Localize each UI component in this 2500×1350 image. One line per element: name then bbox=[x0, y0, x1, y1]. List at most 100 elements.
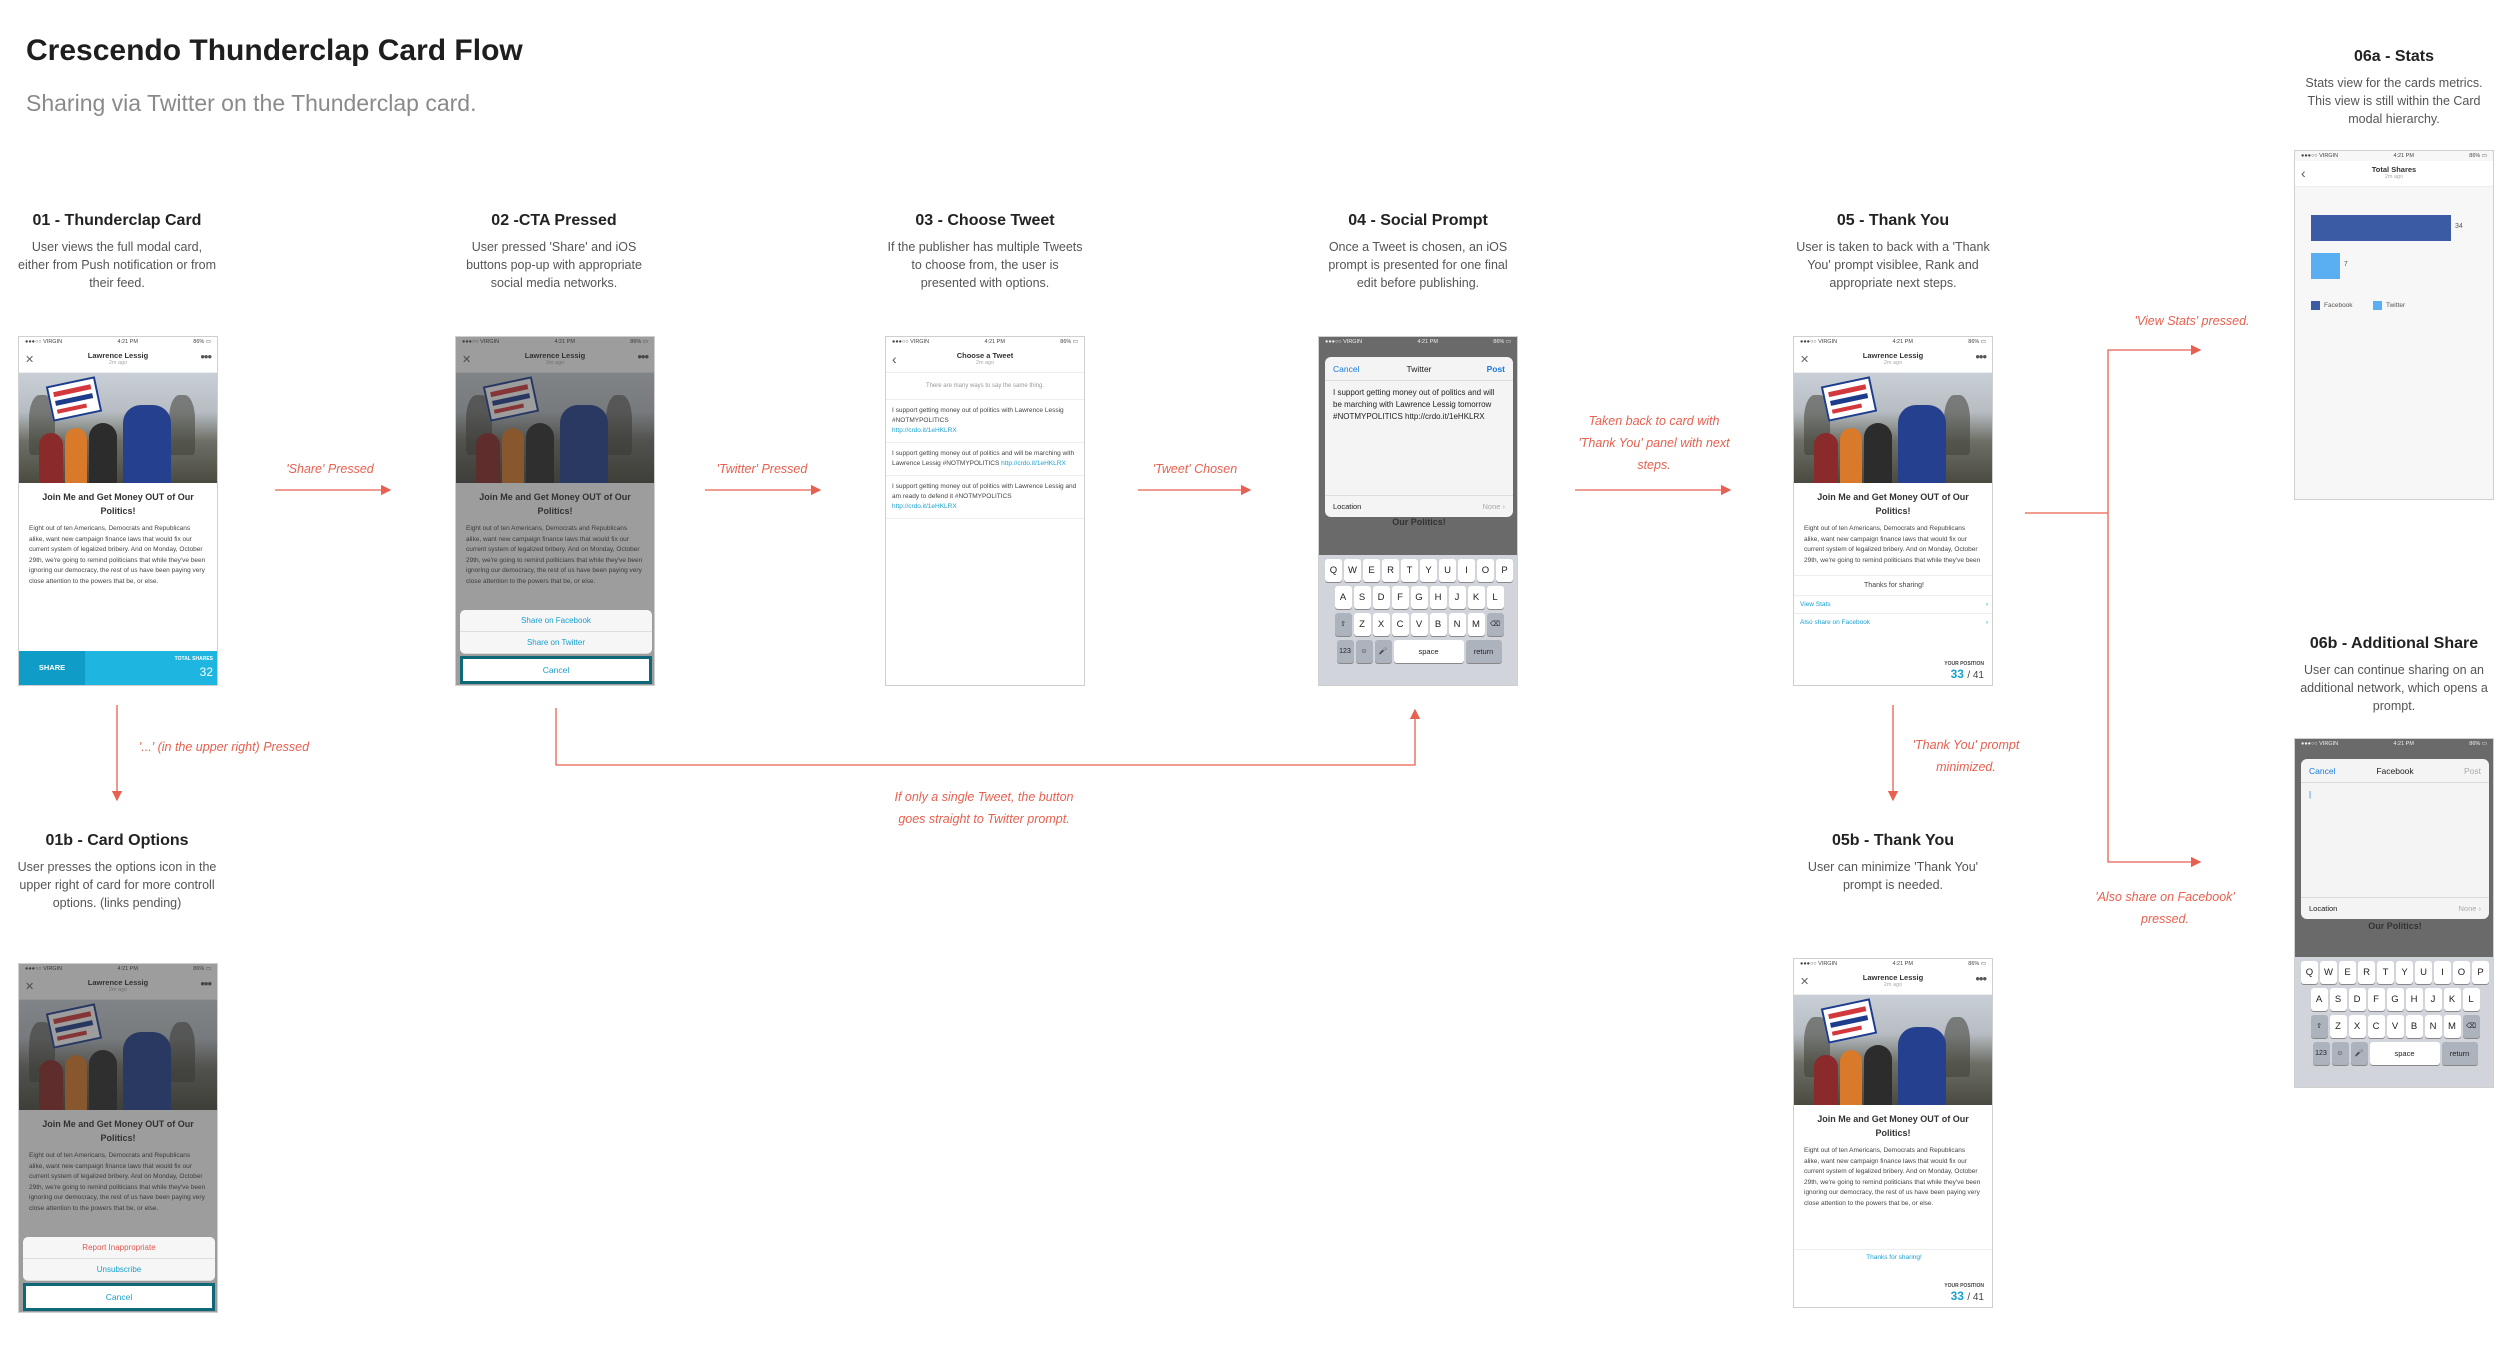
key-p[interactable]: P bbox=[2472, 961, 2489, 984]
key-g[interactable]: G bbox=[2386, 988, 2404, 1011]
card-body: Eight out of ten Americans, Democrats an… bbox=[1804, 1147, 1981, 1207]
compose-post-button[interactable]: Post bbox=[2463, 766, 2481, 776]
key-o[interactable]: O bbox=[1477, 559, 1494, 582]
key-c[interactable]: C bbox=[2367, 1015, 2385, 1038]
compose-cancel-button[interactable]: Cancel bbox=[1333, 364, 1360, 374]
options-icon[interactable]: ••• bbox=[637, 349, 649, 364]
space-key[interactable]: space bbox=[1393, 640, 1464, 663]
shift-icon[interactable]: ⇧ bbox=[1334, 613, 1352, 636]
compose-post-button[interactable]: Post bbox=[1486, 364, 1505, 374]
key-z[interactable]: Z bbox=[2329, 1015, 2347, 1038]
key-d[interactable]: D bbox=[1372, 586, 1390, 609]
close-icon[interactable]: ✕ bbox=[462, 354, 472, 366]
return-key[interactable]: return bbox=[2441, 1042, 2478, 1065]
backspace-icon[interactable]: ⌫ bbox=[2462, 1015, 2480, 1038]
microphone-icon[interactable]: 🎤 bbox=[1374, 640, 1392, 663]
report-inappropriate-button[interactable]: Report Inappropriate bbox=[23, 1237, 215, 1259]
tweet-option[interactable]: I support getting money out of politics … bbox=[886, 400, 1084, 443]
key-o[interactable]: O bbox=[2453, 961, 2470, 984]
key-m[interactable]: M bbox=[2443, 1015, 2461, 1038]
options-icon[interactable]: ••• bbox=[1975, 349, 1987, 364]
key-v[interactable]: V bbox=[2386, 1015, 2404, 1038]
key-x[interactable]: X bbox=[1372, 613, 1390, 636]
key-t[interactable]: T bbox=[2377, 961, 2394, 984]
options-icon[interactable]: ••• bbox=[1975, 971, 1987, 986]
key-h[interactable]: H bbox=[1429, 586, 1447, 609]
close-icon[interactable]: ✕ bbox=[25, 354, 35, 366]
key-u[interactable]: U bbox=[2415, 961, 2432, 984]
key-v[interactable]: V bbox=[1410, 613, 1428, 636]
key-f[interactable]: F bbox=[1391, 586, 1409, 609]
key-w[interactable]: W bbox=[1344, 559, 1361, 582]
share-button[interactable]: SHARE bbox=[19, 651, 85, 685]
key-r[interactable]: R bbox=[2358, 961, 2375, 984]
tweet-option[interactable]: I support getting money out of politics … bbox=[886, 443, 1084, 476]
key-a[interactable]: A bbox=[2310, 988, 2328, 1011]
emoji-icon[interactable]: ☺ bbox=[2331, 1042, 2349, 1065]
key-q[interactable]: Q bbox=[2301, 961, 2318, 984]
key-q[interactable]: Q bbox=[1325, 559, 1342, 582]
backspace-icon[interactable]: ⌫ bbox=[1486, 613, 1504, 636]
key-f[interactable]: F bbox=[2367, 988, 2385, 1011]
key-g[interactable]: G bbox=[1410, 586, 1428, 609]
microphone-icon[interactable]: 🎤 bbox=[2350, 1042, 2368, 1065]
key-s[interactable]: S bbox=[2329, 988, 2347, 1011]
key-n[interactable]: N bbox=[1448, 613, 1466, 636]
key-e[interactable]: E bbox=[1363, 559, 1380, 582]
emoji-icon[interactable]: ☺ bbox=[1355, 640, 1373, 663]
close-icon[interactable]: ✕ bbox=[1800, 976, 1810, 988]
options-icon[interactable]: ••• bbox=[200, 349, 212, 364]
key-y[interactable]: Y bbox=[1420, 559, 1437, 582]
back-icon[interactable]: ‹ bbox=[892, 351, 897, 367]
return-key[interactable]: return bbox=[1465, 640, 1502, 663]
key-n[interactable]: N bbox=[2424, 1015, 2442, 1038]
numbers-key[interactable]: 123 bbox=[2312, 1042, 2330, 1065]
tweet-option[interactable]: I support getting money out of politics … bbox=[886, 476, 1084, 519]
key-l[interactable]: L bbox=[1486, 586, 1504, 609]
key-y[interactable]: Y bbox=[2396, 961, 2413, 984]
thank-you-minimized[interactable]: Thanks for sharing! bbox=[1794, 1249, 1992, 1265]
key-s[interactable]: S bbox=[1353, 586, 1371, 609]
key-c[interactable]: C bbox=[1391, 613, 1409, 636]
options-icon[interactable]: ••• bbox=[200, 976, 212, 991]
key-d[interactable]: D bbox=[2348, 988, 2366, 1011]
compose-text[interactable]: I support getting money out of politics … bbox=[1333, 388, 1495, 421]
key-i[interactable]: I bbox=[1458, 559, 1475, 582]
key-j[interactable]: J bbox=[1448, 586, 1466, 609]
key-w[interactable]: W bbox=[2320, 961, 2337, 984]
close-icon[interactable]: ✕ bbox=[25, 981, 35, 993]
share-on-twitter-button[interactable]: Share on Twitter bbox=[460, 632, 652, 654]
key-a[interactable]: A bbox=[1334, 586, 1352, 609]
key-b[interactable]: B bbox=[2405, 1015, 2423, 1038]
key-l[interactable]: L bbox=[2462, 988, 2480, 1011]
shift-icon[interactable]: ⇧ bbox=[2310, 1015, 2328, 1038]
compose-text[interactable]: | bbox=[2309, 790, 2312, 799]
key-z[interactable]: Z bbox=[1353, 613, 1371, 636]
numbers-key[interactable]: 123 bbox=[1336, 640, 1354, 663]
space-key[interactable]: space bbox=[2369, 1042, 2440, 1065]
back-icon[interactable]: ‹ bbox=[2301, 165, 2306, 181]
also-share-facebook-link[interactable]: Also share on Facebook› bbox=[1794, 613, 1992, 631]
close-icon[interactable]: ✕ bbox=[1800, 354, 1810, 366]
key-k[interactable]: K bbox=[1467, 586, 1485, 609]
key-e[interactable]: E bbox=[2339, 961, 2356, 984]
cancel-button[interactable]: Cancel bbox=[460, 656, 652, 684]
key-h[interactable]: H bbox=[2405, 988, 2423, 1011]
key-j[interactable]: J bbox=[2424, 988, 2442, 1011]
key-r[interactable]: R bbox=[1382, 559, 1399, 582]
unsubscribe-button[interactable]: Unsubscribe bbox=[23, 1259, 215, 1281]
share-on-facebook-button[interactable]: Share on Facebook bbox=[460, 610, 652, 632]
key-i[interactable]: I bbox=[2434, 961, 2451, 984]
key-p[interactable]: P bbox=[1496, 559, 1513, 582]
compose-cancel-button[interactable]: Cancel bbox=[2309, 766, 2336, 776]
cancel-button[interactable]: Cancel bbox=[23, 1283, 215, 1311]
key-m[interactable]: M bbox=[1467, 613, 1485, 636]
key-x[interactable]: X bbox=[2348, 1015, 2366, 1038]
key-k[interactable]: K bbox=[2443, 988, 2461, 1011]
key-t[interactable]: T bbox=[1401, 559, 1418, 582]
key-b[interactable]: B bbox=[1429, 613, 1447, 636]
view-stats-link[interactable]: View Stats› bbox=[1794, 595, 1992, 613]
key-u[interactable]: U bbox=[1439, 559, 1456, 582]
